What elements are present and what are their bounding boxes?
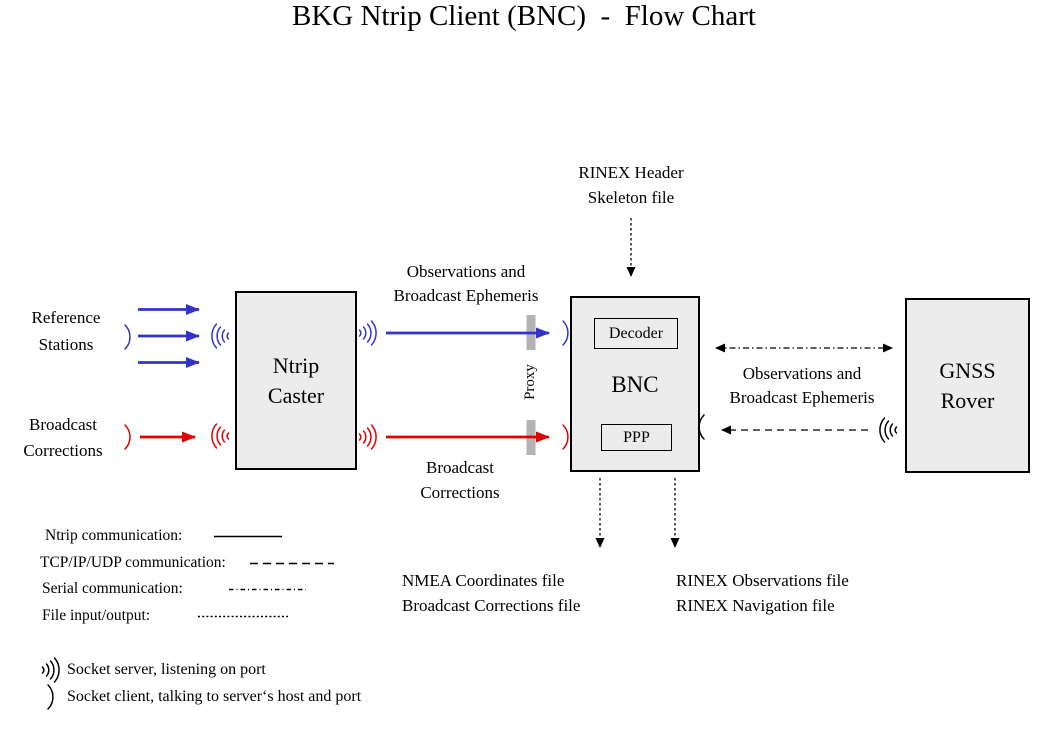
socket-server-icon-caster-left-red — [211, 423, 230, 449]
bnc-label: BNC — [611, 372, 659, 397]
gnss-rover-label: GNSS Rover — [939, 357, 996, 413]
broadcast-corrections-left-label: Broadcast Corrections — [23, 415, 103, 460]
legend-ntrip-communication: Ntrip communication: — [45, 527, 183, 544]
proxy-bar-bottom — [526, 420, 536, 455]
reference-stations-label: Reference Stations — [31, 308, 101, 354]
socket-server-legend-label: Socket server, listening on port — [67, 661, 266, 678]
bnc-box: Decoder BNC PPP — [570, 296, 700, 472]
legend-serial-communication: Serial communication: — [42, 580, 183, 597]
socket-server-icon-caster-right-blue — [358, 320, 377, 346]
socket-client-legend-label: Socket client, talking to server‘s host … — [67, 688, 362, 705]
page-title: BKG Ntrip Client (BNC) - Flow Chart — [292, 0, 756, 32]
socket-server-legend-icon — [41, 657, 60, 683]
nmea-files-label: NMEA Coordinates file Broadcast Correcti… — [402, 571, 581, 615]
proxy-label: Proxy — [522, 364, 538, 400]
proxy-bar-top — [526, 315, 536, 350]
socket-client-icon-bnc-obs — [562, 320, 569, 346]
ntrip-caster-label: Ntrip Caster — [267, 352, 325, 408]
socket-client-icon-corrections — [124, 424, 131, 450]
socket-client-legend-icon — [47, 684, 54, 710]
ntrip-caster-box: Ntrip Caster — [235, 291, 357, 470]
socket-server-icon-rover — [879, 417, 898, 443]
broadcast-corrections-mid-label: Broadcast Corrections — [420, 458, 500, 502]
rinex-files-label: RINEX Observations file RINEX Navigation… — [676, 571, 849, 615]
socket-client-icon-bnc-corr — [562, 424, 569, 450]
legend-tcpip-communication: TCP/IP/UDP communication: — [40, 554, 226, 571]
ppp-label: PPP — [623, 428, 650, 446]
ppp-box: PPP — [601, 424, 672, 451]
observations-ephemeris-right-label: Observations and Broadcast Ephemeris — [729, 364, 875, 407]
socket-server-icon-caster-right-red — [358, 424, 377, 450]
socket-server-icon-caster-left-blue — [211, 323, 230, 349]
legend-file-io: File input/output: — [42, 607, 151, 624]
observations-ephemeris-top-label: Observations and Broadcast Ephemeris — [393, 262, 539, 305]
gnss-rover-box: GNSS Rover — [905, 298, 1030, 473]
rinex-header-skeleton-label: RINEX Header Skeleton file — [578, 163, 684, 207]
decoder-box: Decoder — [594, 318, 678, 349]
decoder-label: Decoder — [608, 324, 664, 342]
